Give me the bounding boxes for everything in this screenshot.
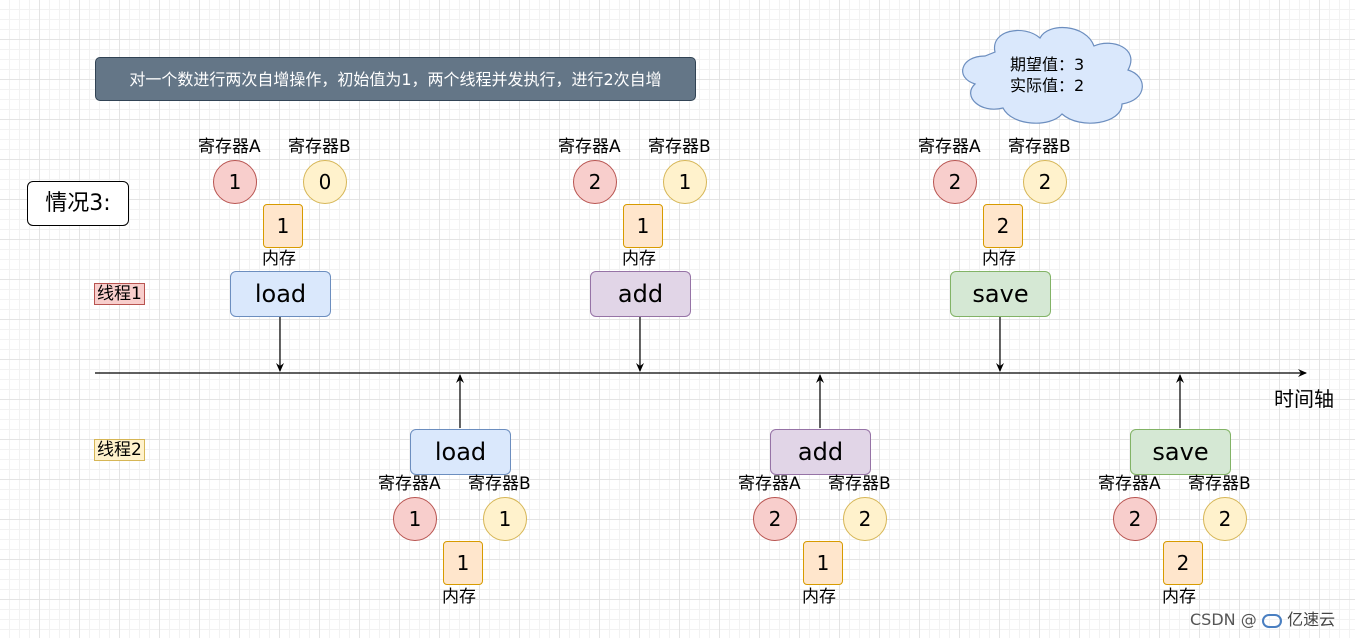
thread2-label: 线程2	[94, 439, 145, 461]
reg-b-label: 寄存器B	[468, 474, 531, 494]
memory-value: 2	[983, 204, 1023, 248]
reg-b-label: 寄存器B	[648, 137, 711, 157]
cloud-text: 期望值：3 实际值：2	[1010, 54, 1084, 96]
op-add: add	[590, 271, 691, 317]
brand-icon	[1262, 613, 1282, 628]
situation-label: 情况3:	[27, 181, 129, 226]
memory-label: 内存	[802, 587, 836, 607]
reg-a-label: 寄存器A	[1098, 474, 1161, 494]
reg-b-value: 0	[303, 160, 347, 204]
reg-a-label: 寄存器A	[198, 137, 261, 157]
scenario-banner: 对一个数进行两次自增操作，初始值为1，两个线程并发执行，进行2次自增	[95, 57, 696, 101]
memory-value: 1	[443, 541, 483, 585]
reg-b-value: 2	[1023, 160, 1067, 204]
reg-b-label: 寄存器B	[828, 474, 891, 494]
memory-value: 1	[803, 541, 843, 585]
actual-value: 实际值：2	[1010, 76, 1085, 95]
op-add: add	[770, 429, 871, 475]
reg-a-label: 寄存器A	[378, 474, 441, 494]
thread1-label: 线程1	[94, 283, 145, 305]
reg-a-value: 1	[393, 497, 437, 541]
reg-a-label: 寄存器A	[558, 137, 621, 157]
reg-b-label: 寄存器B	[288, 137, 351, 157]
expected-value: 期望值：3	[1010, 55, 1085, 74]
reg-a-value: 1	[213, 160, 257, 204]
reg-a-value: 2	[573, 160, 617, 204]
time-axis-label: 时间轴	[1274, 387, 1334, 411]
memory-value: 2	[1163, 541, 1203, 585]
memory-value: 1	[623, 204, 663, 248]
memory-label: 内存	[1162, 587, 1196, 607]
reg-b-value: 2	[843, 497, 887, 541]
memory-label: 内存	[982, 249, 1016, 269]
reg-a-value: 2	[933, 160, 977, 204]
reg-b-value: 1	[483, 497, 527, 541]
reg-a-value: 2	[753, 497, 797, 541]
reg-a-label: 寄存器A	[738, 474, 801, 494]
memory-label: 内存	[622, 249, 656, 269]
memory-label: 内存	[262, 249, 296, 269]
op-load: load	[230, 271, 331, 317]
op-load: load	[410, 429, 511, 475]
reg-a-label: 寄存器A	[918, 137, 981, 157]
reg-b-value: 1	[663, 160, 707, 204]
watermark: CSDN @	[1190, 610, 1257, 629]
watermark-text: CSDN @	[1190, 610, 1257, 629]
brand-text: 亿速云	[1287, 610, 1336, 629]
op-save: save	[950, 271, 1051, 317]
op-save: save	[1130, 429, 1231, 475]
reg-b-value: 2	[1203, 497, 1247, 541]
brand-logo: 亿速云	[1262, 606, 1335, 630]
reg-b-label: 寄存器B	[1188, 474, 1251, 494]
cloud-shape	[962, 26, 1143, 124]
memory-label: 内存	[442, 587, 476, 607]
reg-b-label: 寄存器B	[1008, 137, 1071, 157]
memory-value: 1	[263, 204, 303, 248]
reg-a-value: 2	[1113, 497, 1157, 541]
